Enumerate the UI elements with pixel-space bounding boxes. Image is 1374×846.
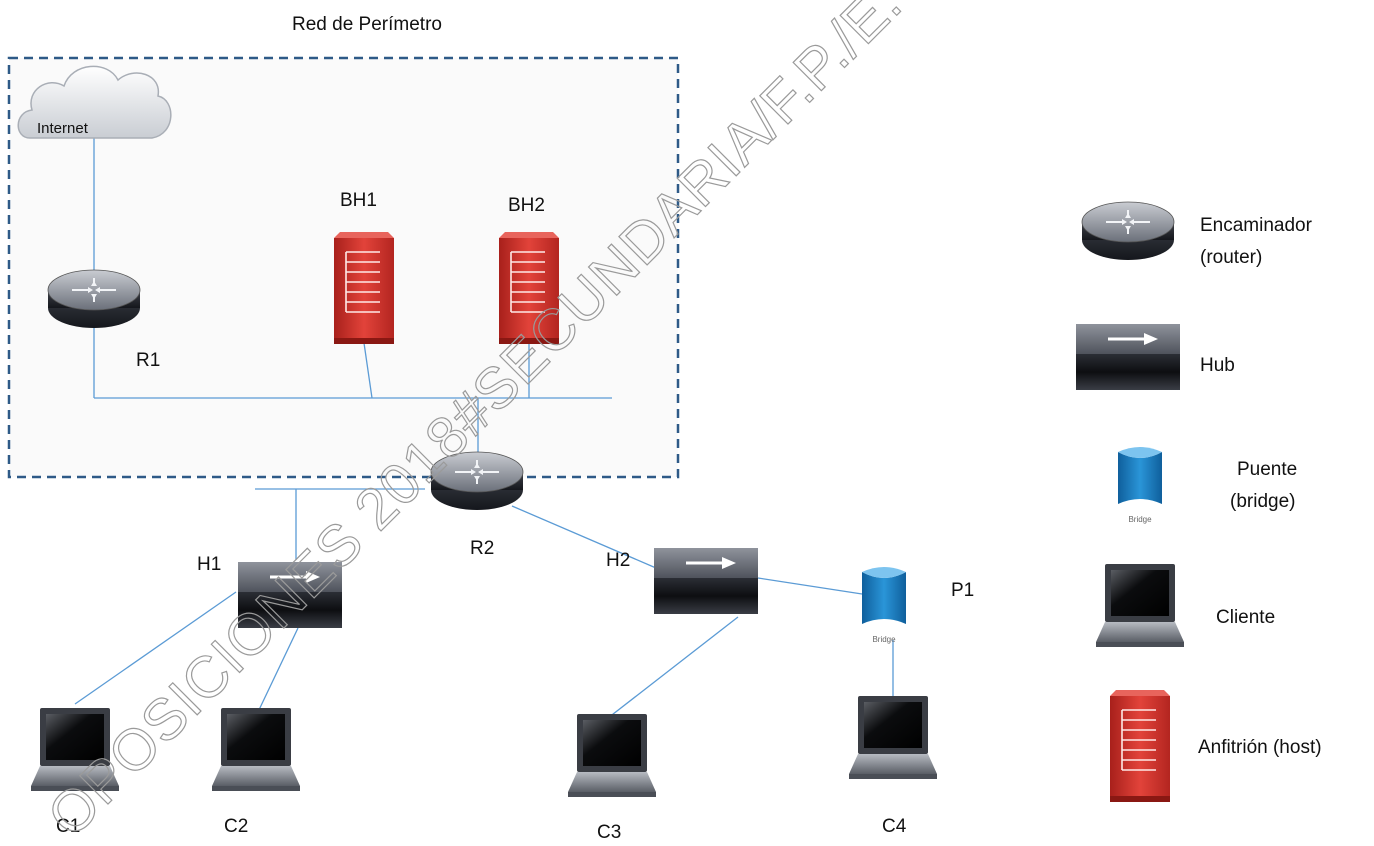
node-label-c4: C4 xyxy=(882,816,907,837)
laptop-c3-icon xyxy=(568,714,656,797)
node-label-c3: C3 xyxy=(597,822,622,843)
legend-host-label: Anfitrión (host) xyxy=(1198,737,1322,758)
legend-router-icon xyxy=(1081,201,1175,261)
node-label-bh2: BH2 xyxy=(508,195,545,216)
legend-bridge-icon xyxy=(1118,447,1162,524)
laptop-c1-icon xyxy=(31,708,119,791)
bridge-p1-icon xyxy=(862,567,906,644)
legend-host-icon xyxy=(1109,689,1171,803)
node-label-r1: R1 xyxy=(136,350,161,371)
node-label-h1: H1 xyxy=(197,554,222,575)
legend-hub-label: Hub xyxy=(1200,355,1235,376)
cloud-icon xyxy=(17,65,172,139)
legend-hub-icon xyxy=(1074,322,1182,392)
legend-router-label-1: Encaminador xyxy=(1200,215,1312,236)
node-label-h2: H2 xyxy=(606,550,631,571)
node-label-p1: P1 xyxy=(951,580,975,601)
router-r1-icon xyxy=(47,269,141,329)
links xyxy=(74,138,894,719)
internet-label: Internet xyxy=(37,120,88,137)
laptop-c2-icon xyxy=(212,708,300,791)
node-label-bh1: BH1 xyxy=(340,190,377,211)
legend-client-label: Cliente xyxy=(1216,607,1276,628)
router-r2-icon xyxy=(430,451,524,511)
node-label-r2: R2 xyxy=(470,538,495,559)
hub-h2-icon xyxy=(652,546,760,616)
node-label-c2: C2 xyxy=(224,816,249,837)
host-bh1-icon xyxy=(333,231,395,345)
host-bh2-icon xyxy=(498,231,560,345)
hub-h1-icon xyxy=(236,560,344,630)
legend-bridge-label-2: (bridge) xyxy=(1230,491,1296,512)
legend-laptop-icon xyxy=(1096,564,1184,647)
legend-router-label-2: (router) xyxy=(1200,247,1263,268)
node-label-c1: C1 xyxy=(56,816,81,837)
legend-bridge-label-1: Puente xyxy=(1237,459,1298,480)
perimeter-title: Red de Perímetro xyxy=(292,14,442,35)
laptop-c4-icon xyxy=(849,696,937,779)
